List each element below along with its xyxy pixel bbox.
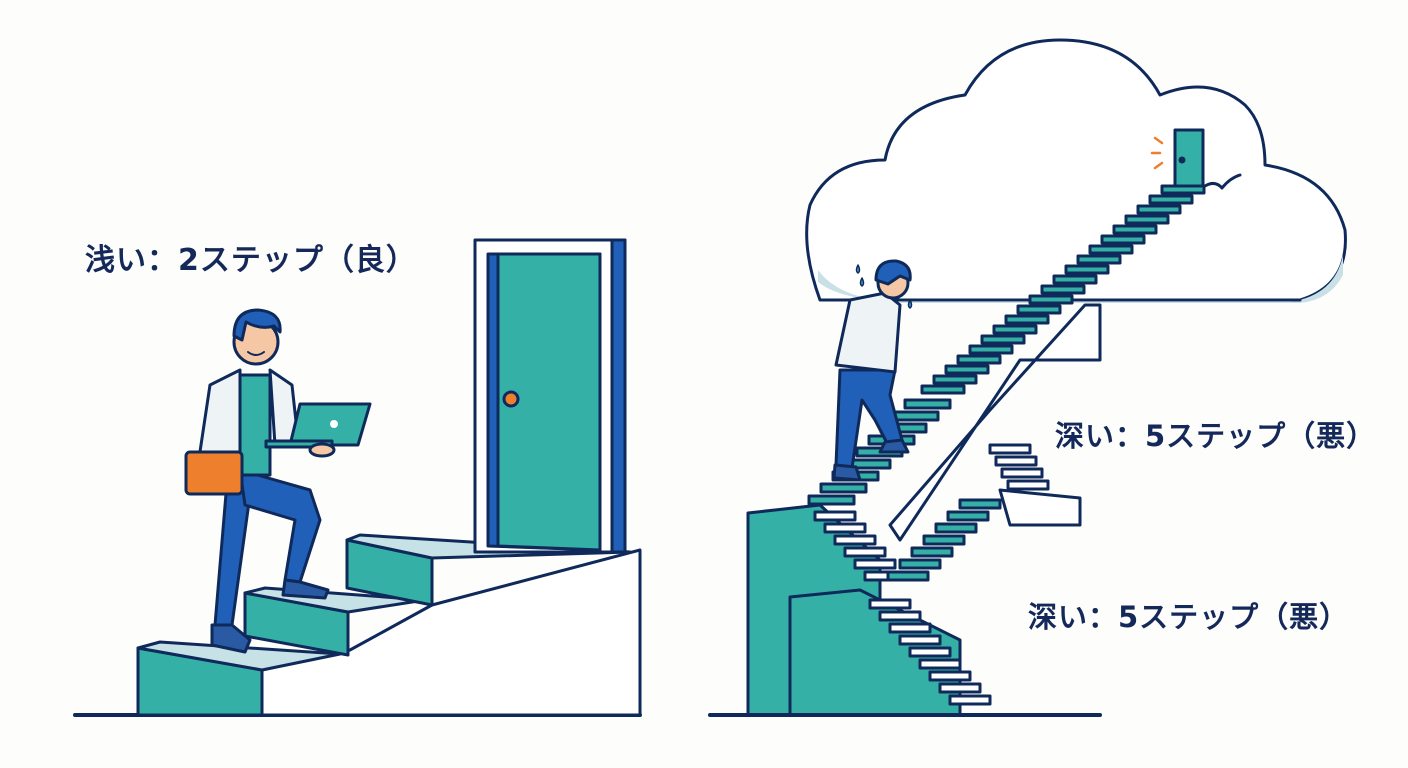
deep-label-upper: 深い：5ステップ（悪） xyxy=(1055,419,1377,453)
confident-person xyxy=(184,308,372,654)
deep-label-lower: 深い：5ステップ（悪） xyxy=(1028,600,1350,634)
cloud-icon xyxy=(805,38,1347,303)
shallow-staircase xyxy=(73,533,642,717)
shallow-label: 浅い：2ステップ（良） xyxy=(85,243,417,278)
struggling-person xyxy=(832,259,913,482)
door-icon xyxy=(473,238,627,554)
deep-staircase xyxy=(708,184,1206,717)
